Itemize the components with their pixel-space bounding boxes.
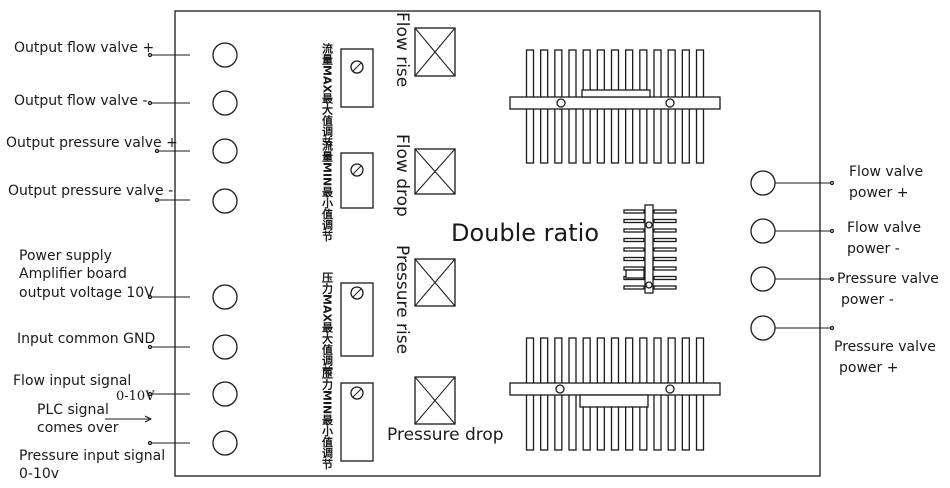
heatsink-fin [653, 237, 677, 243]
heatsink-spine [644, 204, 654, 294]
heatsink-fin [623, 256, 645, 262]
terminal-press-input[interactable] [212, 430, 238, 456]
right-leads [775, 180, 835, 331]
terminal-out-press-minus[interactable] [212, 188, 238, 214]
heatsink-bar [509, 96, 721, 110]
label-press-input-line2: 0-10v [19, 466, 59, 482]
left-terminal-block [212, 42, 238, 456]
heatsink-bar [509, 382, 721, 396]
heatsink-fin [623, 247, 645, 252]
heatsink-fin [653, 209, 677, 214]
label-flow-valve-plus-l1: Flow valve [849, 164, 923, 180]
heatsink-bottom [509, 337, 721, 451]
heatsink-fin [623, 209, 645, 214]
label-out-press-minus: Output pressure valve - [8, 183, 173, 199]
label-press-valve-plus-l1: Pressure valve [834, 339, 936, 355]
transistor-body [581, 89, 651, 98]
heatsink-fin [653, 266, 677, 271]
mount-hole [555, 384, 565, 394]
ramp-box-flow-drop[interactable] [414, 148, 456, 195]
label-press-valve-plus-l2: power + [839, 360, 898, 376]
label-out-press-plus: Output pressure valve + [6, 135, 178, 151]
potentiometer-flow-min[interactable] [340, 152, 374, 209]
label-flow-valve-minus-l2: power - [847, 241, 900, 257]
label-flow-drop: Flow drop [392, 134, 412, 217]
mount-hole [665, 384, 675, 394]
heatsink-small [623, 204, 677, 294]
heatsink-fin [623, 237, 645, 243]
transistor-body [579, 394, 649, 408]
heatsink-fin [653, 218, 677, 224]
heatsink-fin [623, 285, 645, 290]
heatsink-fin [653, 256, 677, 262]
label-common-gnd: Input common GND [17, 331, 155, 347]
heatsink-fin [623, 218, 645, 224]
terminal-power-10v[interactable] [212, 284, 238, 310]
terminal-out-flow-minus[interactable] [212, 90, 238, 116]
heatsink-top [509, 49, 721, 164]
terminal-out-press-plus[interactable] [212, 138, 238, 164]
left-leads [105, 52, 190, 446]
label-power-line1: Power supply [19, 248, 112, 264]
label-flow-min-adjust: 流量MIN最小值调节 [321, 139, 335, 242]
heatsink-fin [623, 228, 645, 233]
terminal-flow-valve-minus[interactable] [750, 218, 776, 244]
heatsink-fin [653, 247, 677, 252]
terminal-out-flow-plus[interactable] [212, 42, 238, 68]
terminal-common-gnd[interactable] [212, 334, 238, 360]
label-out-flow-plus: Output flow valve + [14, 40, 154, 56]
label-press-valve-minus-l2: power - [841, 292, 894, 308]
label-press-min-adjust: 压力MIN最小值调节 [321, 367, 335, 470]
terminal-press-valve-minus[interactable] [750, 266, 776, 292]
board-outline [174, 10, 821, 477]
mount-hole [665, 98, 675, 108]
label-plc-line1: PLC signal [37, 402, 109, 418]
label-pressure-rise: Pressure rise [392, 245, 412, 354]
right-terminal-block [750, 170, 776, 341]
ramp-box-pressure-drop[interactable] [414, 376, 456, 425]
heatsink-fin [653, 228, 677, 233]
label-flow-rise: Flow rise [392, 12, 412, 87]
label-flow-valve-minus-l1: Flow valve [847, 220, 921, 236]
heatsink-fin [653, 275, 677, 281]
label-flow-input: Flow input signal [13, 373, 131, 389]
label-flow-max-adjust: 流量MAX最大值调节 [321, 42, 334, 149]
heatsink-clip [625, 269, 645, 279]
label-flow-input-range: 0-10V [116, 389, 155, 404]
ramp-box-flow-rise[interactable] [414, 27, 456, 77]
mount-hole [645, 281, 653, 289]
board-title: Double ratio [451, 219, 599, 247]
potentiometer-press-max[interactable] [340, 282, 374, 357]
potentiometer-press-min[interactable] [340, 382, 374, 462]
label-flow-valve-plus-l2: power + [849, 185, 908, 201]
mount-hole [645, 221, 653, 229]
potentiometer-flow-max[interactable] [340, 48, 374, 108]
label-power-line2: Amplifier board [19, 266, 127, 282]
mount-hole [556, 98, 566, 108]
label-press-max-adjust: 压力MAX最大值调节 [321, 271, 334, 378]
label-out-flow-minus: Output flow valve - [14, 93, 148, 109]
label-power-line3: output voltage 10V [19, 285, 154, 301]
heatsink-fin [653, 285, 677, 290]
label-press-input-line1: Pressure input signal [19, 448, 165, 464]
label-pressure-drop: Pressure drop [387, 425, 504, 445]
ramp-box-pressure-rise[interactable] [414, 258, 456, 307]
terminal-flow-input[interactable] [212, 381, 238, 407]
label-press-valve-minus-l1: Pressure valve [837, 271, 939, 287]
label-plc-line2: comes over [37, 420, 119, 436]
terminal-press-valve-plus[interactable] [750, 315, 776, 341]
terminal-flow-valve-plus[interactable] [750, 170, 776, 196]
